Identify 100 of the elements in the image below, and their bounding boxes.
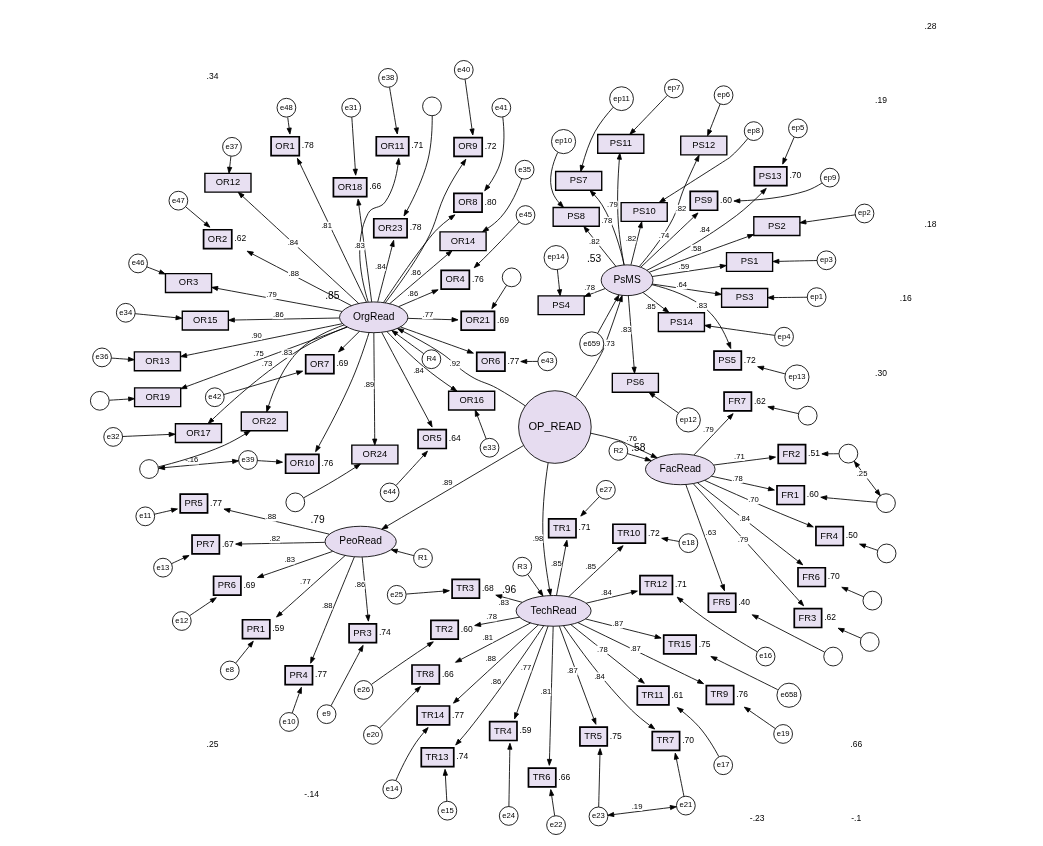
arrow <box>751 614 825 653</box>
edge-label: .78 <box>601 216 612 226</box>
arrow <box>733 182 822 204</box>
node-ellipse: TechRead <box>515 595 592 627</box>
edge-label: .81 <box>481 633 493 643</box>
node-circle: ep3 <box>816 250 836 271</box>
edge-label: .83 <box>497 597 509 607</box>
arrow <box>388 86 399 135</box>
arrow <box>473 221 520 269</box>
node-box: OR24 <box>350 444 399 465</box>
arrow <box>626 453 652 462</box>
arrow <box>390 330 424 354</box>
node-circle <box>797 405 817 426</box>
arrow <box>481 178 522 233</box>
edge-label: .77 <box>422 309 433 319</box>
node-circle <box>862 590 882 611</box>
arrow <box>170 555 190 565</box>
node-circle: e20 <box>362 725 383 745</box>
edge-label: .84 <box>698 224 710 234</box>
node-circle: e8 <box>219 660 240 681</box>
arrow <box>658 138 748 203</box>
node-box: OR22 <box>240 411 288 432</box>
node-circle: e14 <box>381 779 402 800</box>
arrow <box>110 356 135 362</box>
node-label: .71 <box>410 140 423 151</box>
arrow <box>452 624 539 704</box>
node-circle: e40 <box>453 60 474 80</box>
node-circle: e9 <box>316 704 336 724</box>
node-label: .60 <box>719 194 732 205</box>
edge-label: .82 <box>625 233 636 243</box>
edge-label: .76 <box>625 433 637 443</box>
arrow <box>712 455 776 466</box>
node-label: .58 <box>630 442 645 454</box>
edge-label: .77 <box>520 662 531 672</box>
node-box: OR19 <box>133 387 181 408</box>
node-label: .75 <box>609 730 622 741</box>
edge-label: .58 <box>690 243 702 253</box>
arrow <box>403 115 433 217</box>
node-circle <box>89 391 110 411</box>
edge-label: .87 <box>566 666 578 676</box>
node-label: .75 <box>698 638 711 649</box>
label: .19 <box>874 95 887 106</box>
arrow <box>121 431 176 437</box>
arrow <box>840 586 864 598</box>
node-label: .66 <box>368 181 381 192</box>
arrow <box>237 191 359 304</box>
node-label: .71 <box>578 522 590 533</box>
edge-label: .88 <box>321 600 333 610</box>
node-box: PS2 <box>752 216 801 237</box>
arrow <box>579 106 614 172</box>
arrow <box>490 284 507 310</box>
arrow <box>574 295 623 398</box>
arrow <box>309 556 355 664</box>
node-label: .68 <box>481 582 494 593</box>
edge-label: .78 <box>485 611 497 621</box>
node-box: OR12 <box>203 172 252 193</box>
arrow <box>188 597 217 617</box>
node-circle: e10 <box>278 712 299 732</box>
node-label: .77 <box>314 669 327 680</box>
node-circle: e39 <box>237 450 258 470</box>
label: .16 <box>899 293 912 304</box>
arrow <box>395 727 429 781</box>
node-label: .76 <box>735 689 748 700</box>
arrow <box>555 539 568 596</box>
edge-label: .81 <box>540 686 551 696</box>
node-circle: e43 <box>537 351 557 372</box>
edge-label: .70 <box>747 494 759 504</box>
node-label: .80 <box>484 196 496 207</box>
node-circle: e41 <box>491 97 511 118</box>
node-circle: e659 <box>578 331 604 357</box>
node-circle: e21 <box>675 795 696 816</box>
edge-label: .81 <box>320 220 332 230</box>
arrow <box>766 295 808 301</box>
node-label: .62 <box>823 612 836 623</box>
node-label: .61 <box>670 689 683 700</box>
arrow <box>134 313 182 321</box>
edge-label: .25 <box>856 469 867 479</box>
edge-label: .83 <box>696 300 707 310</box>
node-circle: ep11 <box>608 86 634 111</box>
edge-label: .84 <box>412 366 424 375</box>
arrow <box>673 752 684 797</box>
node-circle <box>859 632 880 652</box>
node-circle: ep4 <box>773 326 794 347</box>
node-label: .77 <box>451 709 464 720</box>
arrow <box>464 78 474 136</box>
arrow <box>858 543 878 551</box>
node-circle: ep1 <box>806 287 826 307</box>
node-label: .66 <box>557 771 570 782</box>
node-label: .66 <box>441 668 454 679</box>
node-label: .74 <box>378 627 391 638</box>
label: .28 <box>924 20 936 31</box>
node-label: .78 <box>301 140 314 151</box>
arrow <box>676 707 719 758</box>
arrow <box>494 594 523 603</box>
arrow <box>710 656 778 691</box>
arrow <box>234 640 254 664</box>
arrow <box>350 116 358 176</box>
node-circle: e46 <box>127 253 148 274</box>
edge-label: .88 <box>484 654 496 664</box>
node-circle <box>138 459 159 479</box>
